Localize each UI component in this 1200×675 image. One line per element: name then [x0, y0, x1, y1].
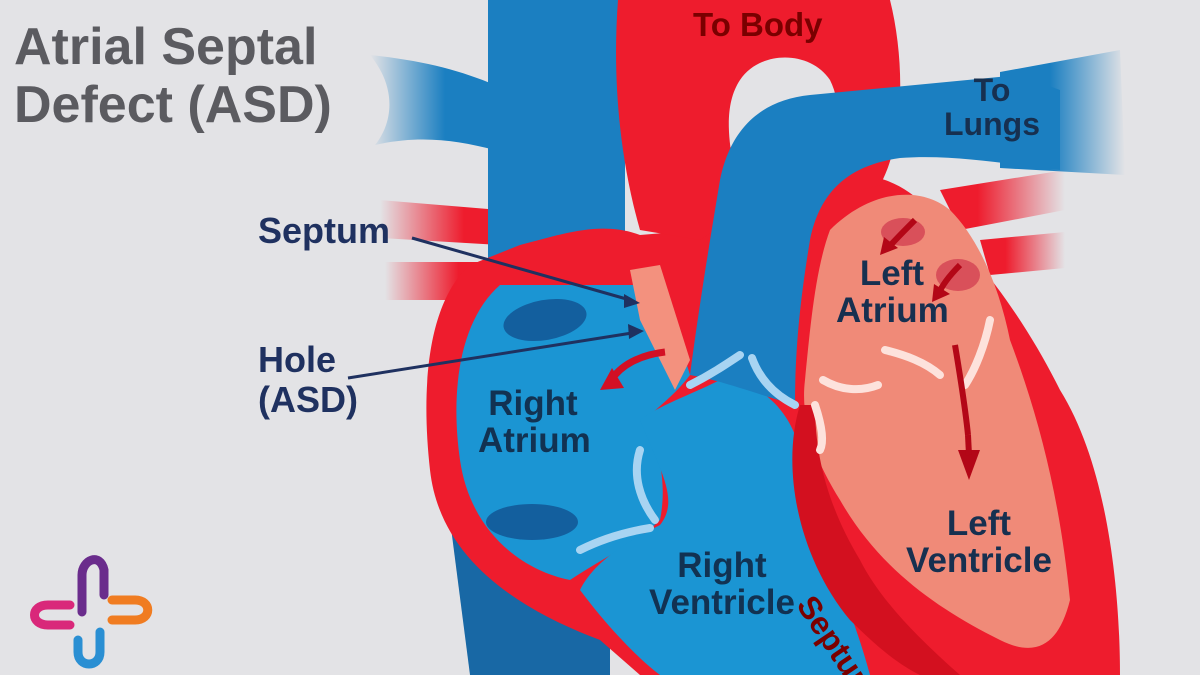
- left-heart-chamber: [804, 194, 1070, 648]
- flow-arrow-mitral-tail: [965, 434, 972, 456]
- label-septum-pointer: Septum: [258, 210, 391, 251]
- lungs-branch-fade: [1000, 50, 1125, 175]
- flow-arrow-left-atrium-head: [880, 237, 898, 255]
- label-right-ventricle-line-1: Right: [677, 546, 767, 585]
- label-left-ventricle: Left Ventricle: [906, 504, 1052, 580]
- septum-pointer-line: [411, 236, 631, 302]
- valve-arc: [961, 316, 994, 389]
- label-to-lungs-line-2: Lungs: [944, 105, 1040, 142]
- label-hole-line-1: Hole: [258, 339, 337, 380]
- label-left-atrium-line-2: Atrium: [836, 290, 949, 330]
- superior-vena-cava: [488, 0, 625, 265]
- right-pulmonary-vein-upper: [940, 170, 1065, 230]
- valve-arc: [632, 446, 659, 524]
- valve-arc: [576, 524, 654, 554]
- vein-opening: [503, 298, 587, 342]
- label-right-atrium-line-2: Atrium: [478, 420, 591, 460]
- label-hole-asd: Hole (ASD): [258, 339, 358, 421]
- valve-arc: [811, 401, 827, 454]
- label-right-atrium: Right Atrium: [478, 384, 591, 460]
- label-hole-line-2: (ASD): [258, 379, 358, 421]
- septum-pointer-head: [624, 294, 640, 308]
- label-right-ventricle-line-2: Ventricle: [649, 582, 795, 622]
- label-left-atrium-line-1: Left: [859, 254, 925, 293]
- hole-pointer-line: [347, 331, 633, 380]
- atrial-septum: [630, 265, 690, 390]
- valve-arc: [686, 351, 744, 389]
- label-left-ventricle-line-2: Ventricle: [906, 540, 1052, 580]
- valve-arc: [819, 376, 882, 394]
- label-to-body: To Body: [693, 6, 823, 43]
- pulmonary-artery: [690, 75, 1060, 405]
- label-to-lungs: To Lungs: [940, 72, 1044, 142]
- vein-opening: [486, 504, 578, 540]
- ventricular-septum: [792, 405, 960, 675]
- left-vein-branch: [370, 55, 495, 150]
- title-line-1: Atrial Septal: [14, 18, 318, 76]
- label-right-atrium-line-1: Right: [488, 384, 578, 423]
- flow-arrow-shunt-head: [600, 368, 624, 390]
- title-line-2: Defect (ASD): [14, 76, 332, 135]
- right-pulmonary-vein-lower: [980, 232, 1065, 275]
- flow-arrow-mitral-head: [958, 450, 980, 480]
- label-left-ventricle-line-1: Left: [946, 504, 1012, 543]
- valve-arc: [881, 346, 944, 379]
- flow-arrow-mitral: [952, 344, 971, 436]
- label-left-atrium: Left Atrium: [836, 254, 949, 330]
- left-pulmonary-vein-upper: [380, 200, 500, 245]
- label-right-ventricle: Right Ventricle: [648, 546, 796, 622]
- flow-arrow-left-atrium-2-head: [932, 284, 950, 302]
- cross-logo-icon: [30, 555, 153, 669]
- label-to-lungs-line-1: To: [973, 72, 1011, 108]
- valve-arc: [748, 354, 799, 409]
- diagram-title: Atrial Septal Defect (ASD): [14, 18, 332, 134]
- hole-pointer-head: [628, 324, 644, 339]
